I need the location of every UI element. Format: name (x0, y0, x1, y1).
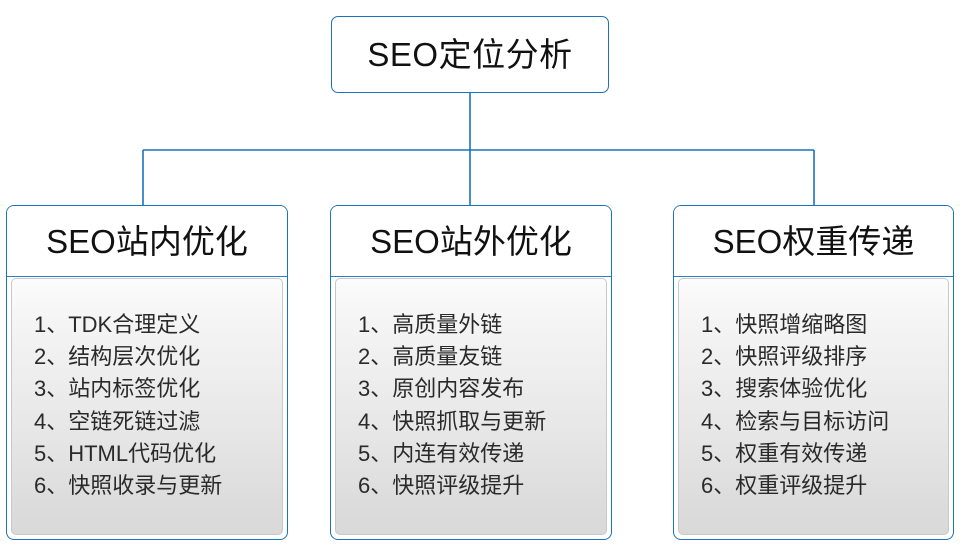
branch-title: SEO站外优化 (370, 222, 572, 260)
branch-header: SEO权重传递 (674, 206, 953, 277)
list-item: 1、高质量外链 (358, 311, 503, 337)
branch-body: 1、TDK合理定义 2、结构层次优化 3、站内标签优化 4、空链死链过滤 5、H… (11, 278, 283, 535)
list-item: 4、空链死链过滤 (34, 408, 201, 434)
list-item: 6、快照收录与更新 (34, 473, 223, 499)
list-item: 5、内连有效传递 (358, 440, 525, 466)
list-item: 1、TDK合理定义 (34, 311, 201, 337)
list-item: 5、权重有效传递 (701, 440, 868, 466)
branch-node-seo-onsite[interactable]: SEO站内优化 1、TDK合理定义 2、结构层次优化 3、站内标签优化 4、空链… (6, 205, 288, 540)
branch-item-list: 1、快照增缩略图 2、快照评级排序 3、搜索体验优化 4、检索与目标访问 5、权… (679, 309, 948, 503)
list-item: 2、快照评级排序 (701, 343, 868, 369)
branch-node-seo-weight-transfer[interactable]: SEO权重传递 1、快照增缩略图 2、快照评级排序 3、搜索体验优化 4、检索与… (673, 205, 954, 540)
list-item: 6、快照评级提升 (358, 473, 525, 499)
list-item: 4、快照抓取与更新 (358, 408, 547, 434)
branch-title: SEO权重传递 (712, 222, 915, 260)
branch-item-list: 1、高质量外链 2、高质量友链 3、原创内容发布 4、快照抓取与更新 5、内连有… (336, 309, 606, 503)
list-item: 2、高质量友链 (358, 343, 503, 369)
branch-body: 1、快照增缩略图 2、快照评级排序 3、搜索体验优化 4、检索与目标访问 5、权… (678, 278, 949, 535)
list-item: 3、站内标签优化 (34, 376, 201, 402)
branch-body: 1、高质量外链 2、高质量友链 3、原创内容发布 4、快照抓取与更新 5、内连有… (335, 278, 607, 535)
list-item: 3、搜索体验优化 (701, 376, 868, 402)
list-item: 5、HTML代码优化 (34, 440, 217, 466)
branch-header: SEO站内优化 (7, 206, 287, 277)
root-node[interactable]: SEO定位分析 (331, 16, 609, 93)
branch-title: SEO站内优化 (46, 222, 248, 260)
branch-node-seo-offsite[interactable]: SEO站外优化 1、高质量外链 2、高质量友链 3、原创内容发布 4、快照抓取与… (330, 205, 612, 540)
list-item: 4、检索与目标访问 (701, 408, 890, 434)
list-item: 1、快照增缩略图 (701, 311, 868, 337)
branch-header: SEO站外优化 (331, 206, 611, 277)
list-item: 6、权重评级提升 (701, 473, 868, 499)
branch-item-list: 1、TDK合理定义 2、结构层次优化 3、站内标签优化 4、空链死链过滤 5、H… (12, 309, 282, 503)
list-item: 3、原创内容发布 (358, 376, 525, 402)
root-node-label: SEO定位分析 (367, 36, 573, 73)
list-item: 2、结构层次优化 (34, 343, 201, 369)
